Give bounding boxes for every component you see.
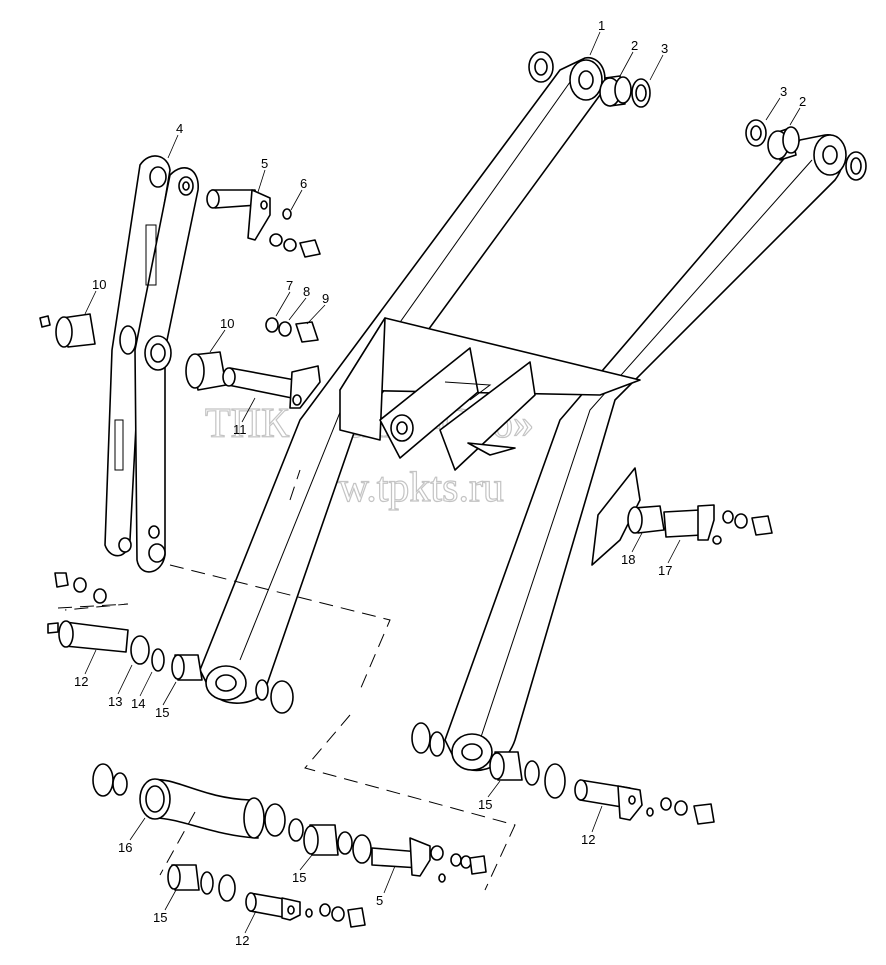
callout-18: 18: [621, 552, 635, 567]
callout-6: 6: [300, 176, 307, 191]
callout-15: 15: [153, 910, 167, 925]
callout-13: 13: [108, 694, 122, 709]
callout-14: 14: [131, 696, 145, 711]
callout-12: 12: [74, 674, 88, 689]
callout-2: 2: [631, 38, 638, 53]
callout-12: 12: [581, 832, 595, 847]
callout-3: 3: [780, 84, 787, 99]
callout-12: 12: [235, 933, 249, 948]
callout-5: 5: [261, 156, 268, 171]
callout-5: 5: [376, 893, 383, 908]
assembly-dashed-lines: [57, 469, 516, 891]
bushing-10-center: [185, 351, 227, 391]
right-boom-arm: [444, 134, 847, 772]
callout-labels: 1 2 3 3 2 4 5 6 7 8 9 10 10 11 12 13 14 …: [74, 18, 806, 948]
left-boom-arm: [199, 57, 606, 704]
callout-16: 16: [118, 840, 132, 855]
callout-11: 11: [233, 422, 247, 437]
pin-12-left-set: [47, 572, 294, 714]
top-bushing-set: [528, 51, 867, 181]
callout-7: 7: [286, 278, 293, 293]
callout-8: 8: [303, 284, 310, 299]
callout-2: 2: [799, 94, 806, 109]
pin-12-bottom-set: [167, 864, 366, 928]
pin-11: [222, 317, 321, 409]
callout-17: 17: [658, 563, 672, 578]
bell-crank-part-4: [104, 155, 199, 573]
callout-4: 4: [176, 121, 183, 136]
callout-10: 10: [220, 316, 234, 331]
link-rod-16: [92, 763, 487, 883]
side-bracket-plate: [591, 467, 641, 566]
callout-15: 15: [155, 705, 169, 720]
callout-15: 15: [292, 870, 306, 885]
pin-12-right-set: [411, 722, 715, 825]
callout-15: 15: [478, 797, 492, 812]
callout-3: 3: [661, 41, 668, 56]
bushing-10-left: [39, 313, 96, 348]
pin-17-assembly: [627, 504, 773, 545]
callout-1: 1: [598, 18, 605, 33]
callout-10: 10: [92, 277, 106, 292]
pin-5-upper: [206, 189, 321, 258]
cross-member: [339, 317, 641, 471]
callout-9: 9: [322, 291, 329, 306]
callout-leader-lines: [84, 31, 801, 934]
